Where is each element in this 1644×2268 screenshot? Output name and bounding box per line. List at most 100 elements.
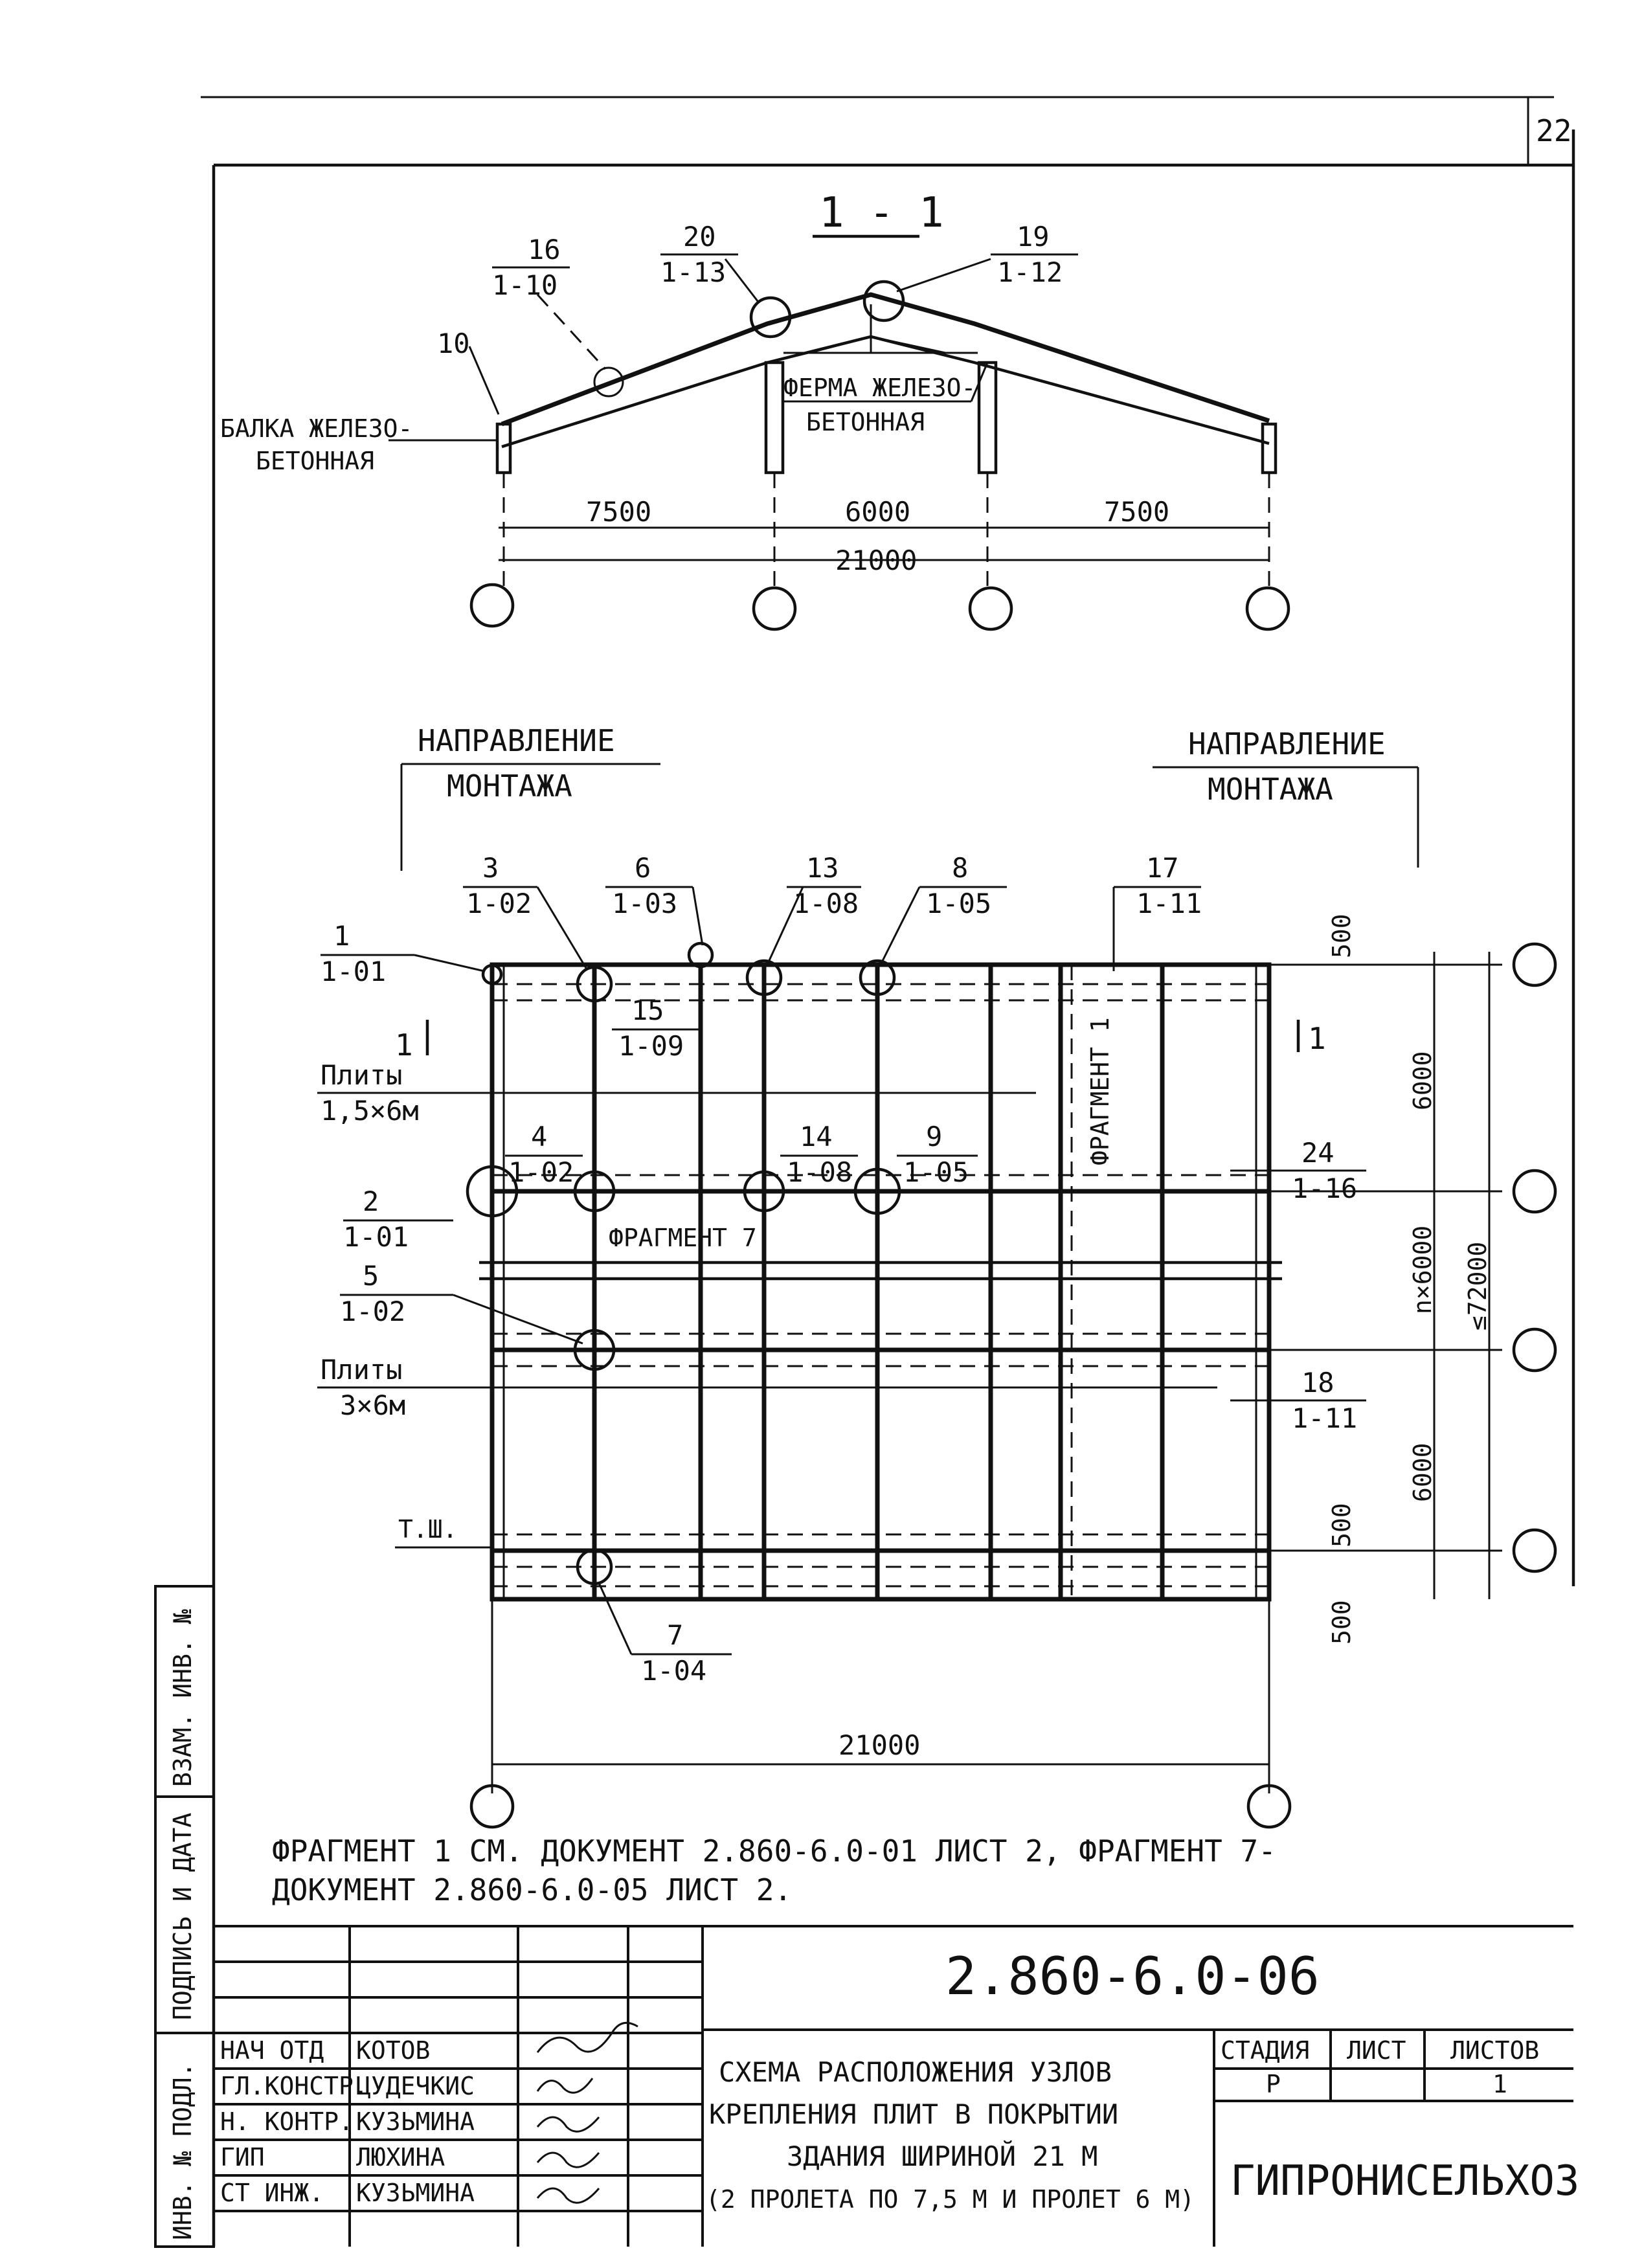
name-3: ЛЮХИНА	[356, 2143, 445, 2172]
section-mark-right: 1	[1308, 1021, 1326, 1056]
name-1: ЦУДЕЧКИС	[356, 2072, 475, 2100]
title-line-4: (2 ПРОЛЕТА ПО 7,5 М И ПРОЛЕТ 6 М)	[706, 2185, 1195, 2214]
side-stamp-col-1: ИНВ. № ПОДЛ.	[168, 2062, 197, 2240]
section-callout-20-num: 20	[683, 221, 716, 253]
section-callout-19-num: 19	[1017, 221, 1050, 253]
plan-callout-1-num: 1	[333, 920, 350, 952]
plan-callout-18-sheet: 1-11	[1292, 1402, 1357, 1434]
section-mark-left: 1	[395, 1027, 413, 1062]
section-callout-16-sheet: 1-10	[492, 269, 557, 301]
dim-right-500-mid: 500	[1327, 1503, 1356, 1547]
truss-label-2: БЕТОННАЯ	[806, 408, 925, 436]
beam-label-2: БЕТОННАЯ	[256, 447, 374, 475]
plan-callout-9-sheet: 1-05	[903, 1156, 969, 1188]
dim-right-500-top: 500	[1327, 914, 1356, 958]
plan-callout-4-sheet: 1-02	[508, 1156, 574, 1188]
section-title: 1 - 1	[819, 189, 944, 237]
plan-callout-17-num: 17	[1146, 852, 1179, 884]
section-span-2: 6000	[845, 496, 910, 528]
title-line-3: ЗДАНИЯ ШИРИНОЙ 21 М	[787, 2140, 1098, 2172]
plates-2-a: Плиты	[321, 1354, 402, 1386]
dim-right-500-bot: 500	[1327, 1600, 1356, 1645]
role-2: Н. КОНТР.	[220, 2107, 354, 2136]
direction-left-2: МОНТАЖА	[447, 769, 572, 803]
plan-callout-15-num: 15	[631, 994, 664, 1026]
title-block: 2.860-6.0-06 НАЧ ОТД КОТОВ ГЛ.КОНСТР. ЦУ…	[214, 1925, 1579, 2247]
side-stamp-col-3: ВЗАМ. ИНВ. №	[168, 1609, 197, 1787]
plan-callout-2-sheet: 1-01	[343, 1221, 409, 1253]
plan-callout-13-num: 13	[806, 852, 839, 884]
role-3: ГИП	[220, 2143, 265, 2172]
fragment-7-label: ФРАГМЕНТ 7	[609, 1224, 757, 1252]
plan-callout-14-num: 14	[800, 1121, 833, 1152]
title-line-1: СХЕМА РАСПОЛОЖЕНИЯ УЗЛОВ	[719, 2056, 1112, 2088]
note-line-1: ФРАГМЕНТ 1 СМ. ДОКУМЕНТ 2.860-6.0-01 ЛИС…	[272, 1834, 1276, 1869]
plan-callout-6-num: 6	[635, 852, 651, 884]
section-callout-20-sheet: 1-13	[660, 256, 726, 288]
truss-label-1: ФЕРМА ЖЕЛЕЗО-	[783, 374, 976, 402]
plan-callout-7-sheet: 1-04	[641, 1655, 706, 1687]
plan-callout-2-num: 2	[363, 1185, 379, 1217]
section-view: 1 - 1 16 1-10 20 1-13 19 1-12 10	[220, 189, 1290, 631]
plan-callout-7-num: 7	[667, 1619, 683, 1651]
sheets-header: ЛИСТОВ	[1450, 2036, 1539, 2065]
plan-callout-8-sheet: 1-05	[926, 888, 991, 919]
organization: ГИПРОНИСЕЛЬХОЗ	[1230, 2157, 1579, 2205]
beam-label-1: БАЛКА ЖЕЛЕЗО-	[220, 414, 412, 443]
fragment-1-label: ФРАГМЕНТ 1	[1086, 1017, 1114, 1165]
plan-callout-8-num: 8	[952, 852, 968, 884]
plan-callout-5-num: 5	[363, 1260, 379, 1292]
plan-callout-5-sheet: 1-02	[340, 1296, 405, 1327]
section-callout-10-num: 10	[437, 328, 470, 359]
plan-callout-15-sheet: 1-09	[618, 1030, 684, 1062]
plates-1-a: Плиты	[321, 1059, 402, 1091]
plan-callout-14-sheet: 1-08	[787, 1156, 852, 1188]
signatures	[536, 2021, 638, 2204]
sheet-number: 22	[1536, 113, 1571, 148]
direction-right-1: НАПРАВЛЕНИЕ	[1188, 726, 1386, 761]
plan-callout-18-num: 18	[1301, 1367, 1334, 1398]
sheets-value: 1	[1492, 2070, 1507, 2098]
direction-left-1: НАПРАВЛЕНИЕ	[418, 723, 615, 758]
dim-right-72000: ≤72000	[1463, 1242, 1492, 1330]
sheet-frame	[201, 96, 1575, 2247]
dim-right-6000-top: 6000	[1408, 1051, 1437, 1110]
section-callout-16-num: 16	[528, 234, 561, 265]
direction-right-2: МОНТАЖА	[1208, 772, 1333, 807]
plan-callout-13-sheet: 1-08	[793, 888, 859, 919]
plan-callout-17-sheet: 1-11	[1136, 888, 1202, 919]
name-0: КОТОВ	[356, 2036, 430, 2065]
drawing-code: 2.860-6.0-06	[945, 1946, 1320, 2006]
plates-1-b: 1,5×6м	[321, 1095, 419, 1127]
section-span-3: 7500	[1104, 496, 1169, 528]
plan-callout-3-num: 3	[482, 852, 499, 884]
plates-2-b: 3×6м	[340, 1389, 405, 1421]
role-1: ГЛ.КОНСТР.	[220, 2072, 368, 2100]
plan-callout-24-num: 24	[1301, 1137, 1334, 1169]
note-line-2: ДОКУМЕНТ 2.860-6.0-05 ЛИСТ 2.	[272, 1872, 792, 1907]
role-4: СТ ИНЖ.	[220, 2179, 324, 2207]
plan-callout-1-sheet: 1-01	[321, 956, 386, 987]
dim-right-6000-bot: 6000	[1408, 1443, 1437, 1502]
title-line-2: КРЕПЛЕНИЯ ПЛИТ В ПОКРЫТИИ	[709, 2098, 1118, 2130]
plan-total: 21000	[839, 1729, 920, 1761]
role-0: НАЧ ОТД	[220, 2036, 324, 2065]
side-stamp: ИНВ. № ПОДЛ. ПОДПИСЬ И ДАТА ВЗАМ. ИНВ. №	[154, 1585, 215, 2248]
plan-callout-9-num: 9	[926, 1121, 942, 1152]
stage-header: СТАДИЯ	[1221, 2036, 1309, 2065]
plan-callout-6-sheet: 1-03	[612, 888, 677, 919]
side-stamp-col-2: ПОДПИСЬ И ДАТА	[168, 1813, 197, 2020]
section-total: 21000	[835, 545, 917, 576]
plan-callout-4-num: 4	[531, 1121, 547, 1152]
ts-label: Т.Ш.	[398, 1515, 458, 1544]
plan-view: НАПРАВЛЕНИЕ МОНТАЖА НАПРАВЛЕНИЕ МОНТАЖА	[317, 723, 1557, 1829]
section-callout-19-sheet: 1-12	[997, 256, 1063, 288]
plan-callout-3-sheet: 1-02	[466, 888, 532, 919]
plan-callout-24-sheet: 1-16	[1292, 1173, 1357, 1204]
name-4: КУЗЬМИНА	[356, 2179, 475, 2207]
stage-value: Р	[1266, 2070, 1281, 2098]
name-2: КУЗЬМИНА	[356, 2107, 475, 2136]
section-span-1: 7500	[586, 496, 651, 528]
sheet-header: ЛИСТ	[1347, 2036, 1406, 2065]
